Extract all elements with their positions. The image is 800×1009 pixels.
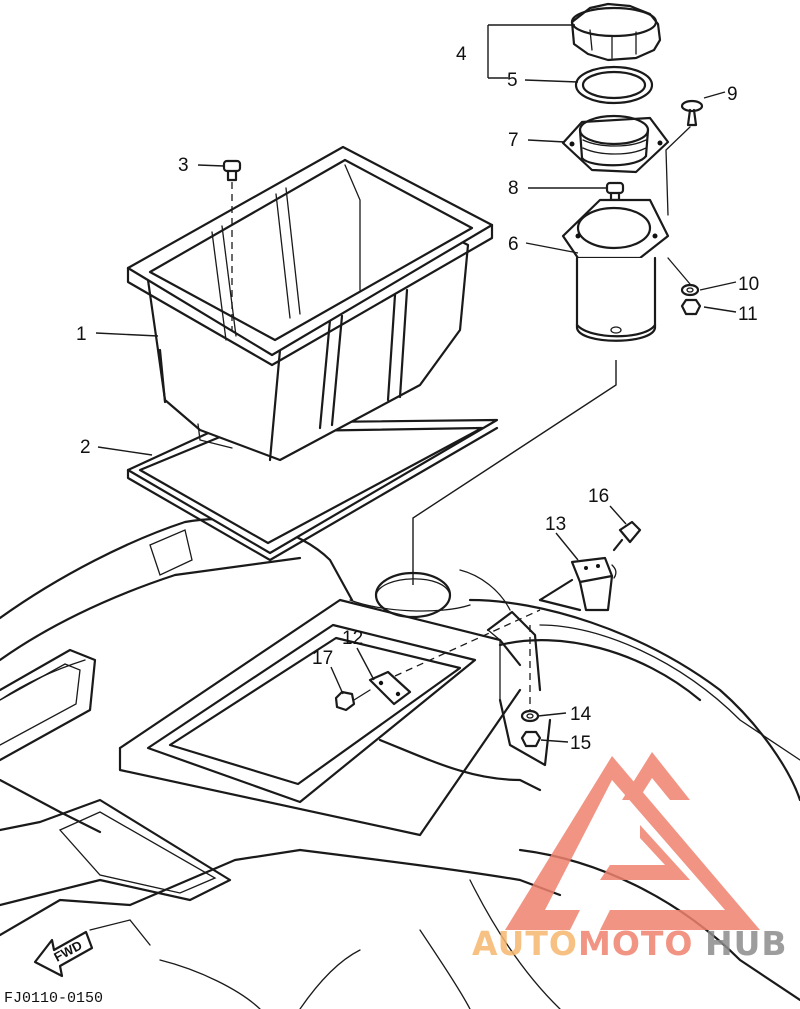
filler-tube — [412, 198, 670, 585]
o-ring — [574, 65, 654, 105]
fwd-arrow: FWD — [33, 930, 94, 978]
hull-deck — [0, 518, 800, 1009]
callout-17: 17 — [312, 648, 333, 669]
lower-washer-and-nut — [486, 610, 552, 767]
callout-2: 2 — [80, 437, 91, 458]
callout-5: 5 — [507, 70, 518, 91]
watermark-logo: AUTO MOTO HUB — [472, 752, 788, 963]
leader-lines — [95, 24, 737, 743]
storage-bin — [126, 145, 494, 462]
watermark-text-auto: AUTO — [472, 924, 578, 963]
callout-12: 12 — [342, 628, 363, 649]
watermark-text-hub: HUB — [705, 924, 788, 963]
callout-11: 11 — [738, 304, 758, 325]
callout-labels: 1 2 3 4 5 7 8 6 9 10 11 12 13 14 15 16 1… — [76, 44, 759, 754]
callout-6-7: 7 — [508, 130, 519, 151]
part-3-plug — [222, 159, 242, 330]
gasket-frame — [126, 418, 499, 562]
callout-3: 3 — [178, 155, 189, 176]
plate-and-nut — [334, 609, 541, 712]
bracket-and-bolt — [538, 520, 642, 612]
callout-9: 9 — [727, 84, 738, 105]
figure-code: FJ0110-0150 — [4, 990, 103, 1007]
watermark-triangle-icon — [505, 756, 760, 930]
callout-10: 10 — [738, 274, 759, 295]
callout-16: 16 — [588, 486, 609, 507]
callout-1: 1 — [76, 324, 87, 345]
filler-neck — [561, 114, 670, 174]
watermark-text-moto: MOTO — [578, 924, 693, 963]
callout-13: 13 — [545, 514, 566, 535]
callout-14: 14 — [570, 704, 592, 725]
part-9-screw — [665, 99, 704, 216]
watermark-inner-triangle-icon — [622, 752, 690, 800]
washer-and-nut — [667, 257, 702, 316]
filler-cap — [570, 2, 662, 62]
callout-8: 8 — [508, 178, 519, 199]
callout-4: 4 — [456, 44, 467, 65]
callout-15: 15 — [570, 733, 591, 754]
callout-6: 6 — [508, 234, 519, 255]
